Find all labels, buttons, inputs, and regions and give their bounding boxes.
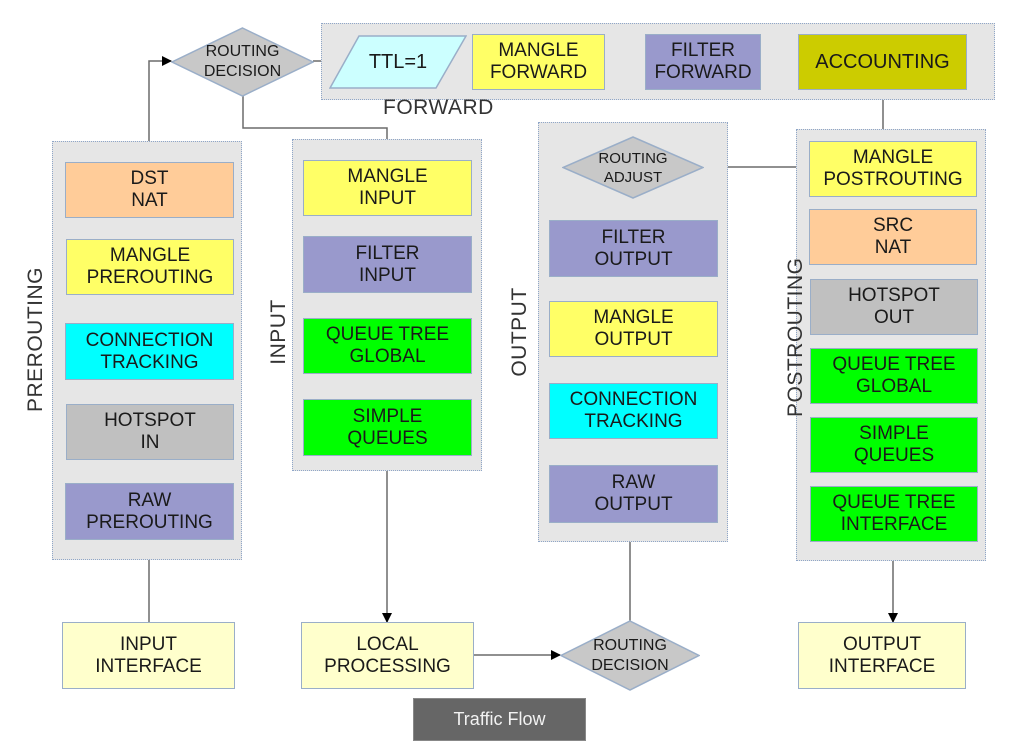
raw-prerouting-box: RAW PREROUTING — [65, 483, 234, 540]
src-nat-box: SRC NAT — [809, 209, 977, 265]
hotspot-out-box: HOTSPOT OUT — [810, 279, 978, 335]
postrouting-group-label: POSTROUTING — [784, 257, 807, 417]
connection-tracking-output-box: CONNECTION TRACKING — [549, 383, 718, 439]
routing-decision-bottom: ROUTING DECISION — [591, 636, 669, 674]
routing-decision-top-shape — [171, 27, 314, 97]
simple-queues-input-box: SIMPLE QUEUES — [303, 399, 472, 456]
prerouting-group-label: PREROUTING — [24, 266, 47, 412]
simple-queues-postrouting-box: SIMPLE QUEUES — [810, 417, 978, 473]
ttl-box: TTL=1 — [368, 50, 428, 73]
mangle-prerouting-box: MANGLE PREROUTING — [66, 239, 234, 295]
routing-decision-bottom-shape — [560, 620, 700, 691]
local-processing-box: LOCAL PROCESSING — [301, 622, 474, 689]
ttl-shape — [329, 35, 467, 89]
queue-tree-interface-box: QUEUE TREE INTERFACE — [810, 486, 978, 542]
mangle-output-box: MANGLE OUTPUT — [549, 301, 718, 357]
queue-tree-global-input-box: QUEUE TREE GLOBAL — [303, 318, 472, 374]
routing-adjust-shape — [562, 136, 704, 199]
diagram-caption: Traffic Flow — [413, 698, 586, 741]
input-group-label: INPUT — [267, 299, 290, 365]
hotspot-in-box: HOTSPOT IN — [66, 404, 234, 460]
connection-tracking-prerouting-box: CONNECTION TRACKING — [65, 323, 234, 380]
filter-output-box: FILTER OUTPUT — [549, 220, 718, 277]
queue-tree-global-postrouting-box: QUEUE TREE GLOBAL — [810, 348, 978, 404]
connector-dstnat-to-routing-decision — [148, 56, 172, 162]
output-interface-box: OUTPUT INTERFACE — [798, 622, 966, 689]
routing-decision-top: ROUTING DECISION — [203, 43, 282, 80]
filter-forward-box: FILTER FORWARD — [645, 34, 761, 90]
output-group-label: OUTPUT — [508, 287, 531, 377]
mangle-postrouting-box: MANGLE POSTROUTING — [809, 141, 977, 197]
raw-output-box: RAW OUTPUT — [549, 465, 718, 523]
forward-group-label: FORWARD — [383, 96, 494, 119]
filter-input-box: FILTER INPUT — [303, 236, 472, 293]
routing-adjust: ROUTING ADJUST — [598, 149, 668, 186]
input-interface-box: INPUT INTERFACE — [62, 622, 235, 689]
dst-nat-box: DST NAT — [65, 162, 234, 218]
mangle-input-box: MANGLE INPUT — [303, 160, 472, 216]
accounting-box: ACCOUNTING — [798, 34, 967, 90]
mangle-forward-box: MANGLE FORWARD — [472, 34, 605, 90]
